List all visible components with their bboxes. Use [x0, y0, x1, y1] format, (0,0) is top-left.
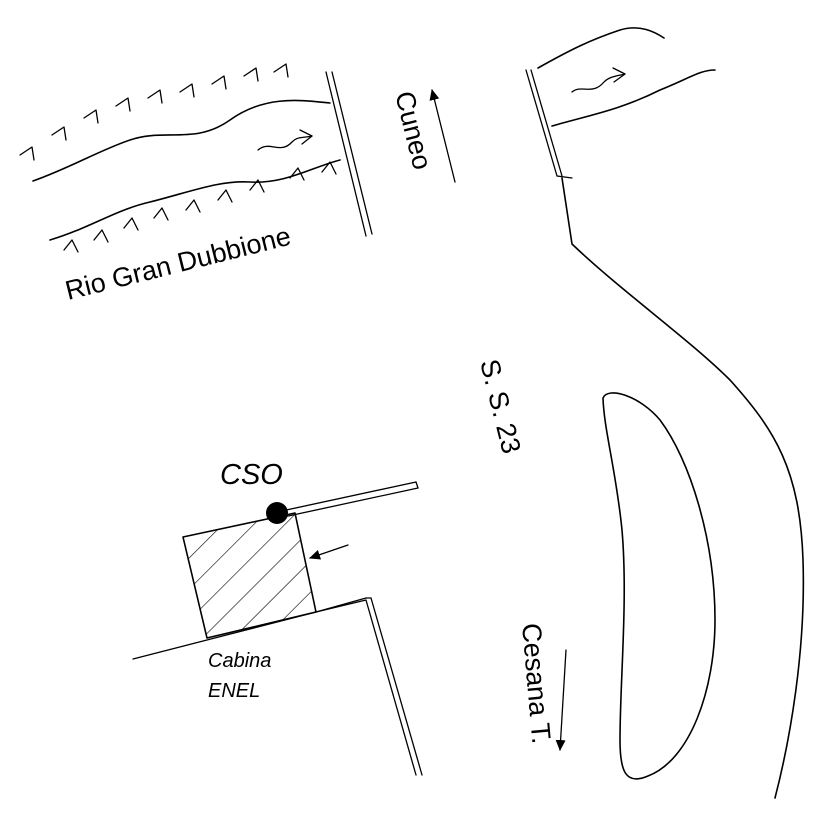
south-direction-label: Cesana T.: [516, 622, 556, 745]
river-flow-arrow-icon: [257, 129, 313, 151]
cso-marker-icon: [266, 502, 288, 524]
cso-pipe: [276, 481, 419, 519]
traffic-island: [602, 392, 716, 780]
direction-arrow-north-icon: [429, 89, 456, 183]
river-east-segment: [537, 27, 716, 127]
bridge-left-parapet: [325, 71, 373, 237]
river-label: Rio Gran Dubbione: [62, 221, 294, 306]
cso-label: CSO: [220, 459, 283, 491]
cabin-label-line2: ENEL: [208, 680, 260, 702]
river-bank-north: [32, 99, 331, 182]
river-flow-arrow-icon: [571, 67, 626, 93]
river-bank-south: [49, 159, 341, 241]
road-label: S. S. 23: [474, 356, 526, 456]
river-rio-gran-dubbione: [19, 63, 341, 253]
bridge-right-parapet: [525, 69, 573, 179]
cabin-label-line1: Cabina: [208, 650, 271, 672]
river-bank-ticks-south: [63, 161, 337, 253]
road-east-edge: [561, 177, 805, 799]
enel-cabin-building: [182, 512, 317, 639]
north-direction-label: Cuneo: [389, 88, 437, 172]
direction-arrow-south-icon: [555, 649, 567, 751]
lower-left-road-edge: [132, 597, 423, 776]
pointer-arrow-icon: [309, 544, 349, 560]
river-bank-ticks-north: [19, 63, 289, 161]
